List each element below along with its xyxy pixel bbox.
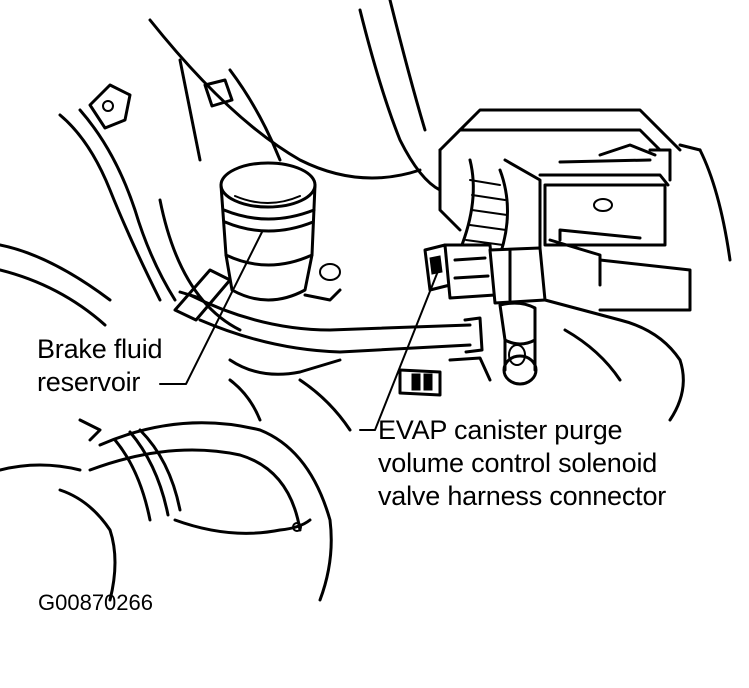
- evap-label-line-1: EVAP canister purge: [378, 415, 623, 445]
- evap-solenoid: [423, 228, 692, 422]
- evap-connector-label: EVAP canister purge volume control solen…: [378, 414, 666, 513]
- intake-hose: [0, 418, 333, 602]
- evap-leader-line: [359, 265, 441, 431]
- left-bracket: [0, 83, 177, 327]
- brake-leader-line: [167, 231, 263, 385]
- brake-fluid-reservoir-label: Brake fluid reservoir: [37, 333, 163, 399]
- reservoir-body: [219, 161, 342, 302]
- upper-lines: [228, 358, 352, 432]
- brake-label-line-2: reservoir: [37, 367, 141, 397]
- evap-label-line-3: valve harness connector: [378, 481, 667, 511]
- corrugated-hose: [458, 158, 542, 262]
- brake-booster: [148, 0, 442, 332]
- lower-clip: [398, 356, 492, 397]
- component-block: [438, 108, 732, 262]
- brake-label-line-1: Brake fluid: [37, 334, 163, 364]
- brake-lines: [173, 268, 484, 354]
- evap-label-line-2: volume control solenoid: [378, 448, 658, 478]
- figure-id: G00870266: [38, 590, 153, 615]
